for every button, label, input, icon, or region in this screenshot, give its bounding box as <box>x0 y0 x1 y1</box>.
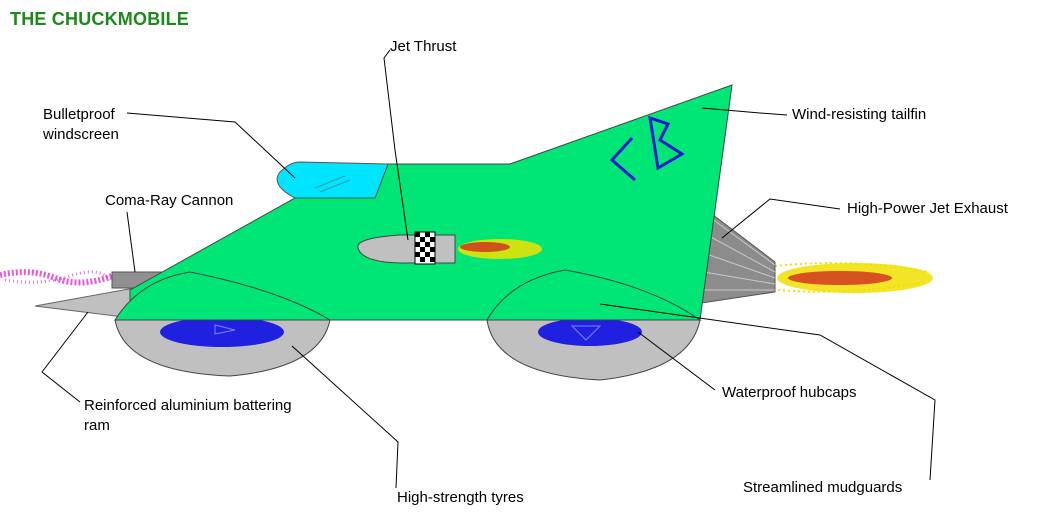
rear-mudguard <box>114 271 332 321</box>
label-high-strength-tyres: High-strength tyres <box>397 489 524 506</box>
jet-thrust-pod <box>357 231 456 265</box>
label-reinforced-ram-line1: Reinforced aluminium battering <box>84 397 292 414</box>
label-bulletproof-windscreen-line1: Bulletproof <box>43 106 115 123</box>
magenta-trail <box>0 269 114 286</box>
front-mudguard <box>486 269 702 321</box>
exhaust-flame <box>774 262 933 293</box>
front-wheel <box>486 318 701 381</box>
rear-wheel <box>114 317 331 377</box>
label-bulletproof-windscreen-line2: windscreen <box>43 126 119 143</box>
cb-monogram <box>609 115 685 182</box>
leader-lines <box>41 49 936 489</box>
label-coma-ray-cannon: Coma-Ray Cannon <box>105 192 234 209</box>
label-jet-thrust: Jet Thrust <box>390 38 457 55</box>
label-high-power-jet-exhaust: High-Power Jet Exhaust <box>847 200 1008 217</box>
label-wind-resisting-tailfin: Wind-resisting tailfin <box>792 106 927 123</box>
label-reinforced-ram-line2: ram <box>84 417 110 434</box>
label-waterproof-hubcaps: Waterproof hubcaps <box>722 384 857 401</box>
bulletproof-windscreen <box>276 161 389 199</box>
page-title: THE CHUCKMOBILE <box>10 9 189 29</box>
jet-thrust-flame <box>458 239 542 259</box>
label-streamlined-mudguards: Streamlined mudguards <box>743 479 903 496</box>
